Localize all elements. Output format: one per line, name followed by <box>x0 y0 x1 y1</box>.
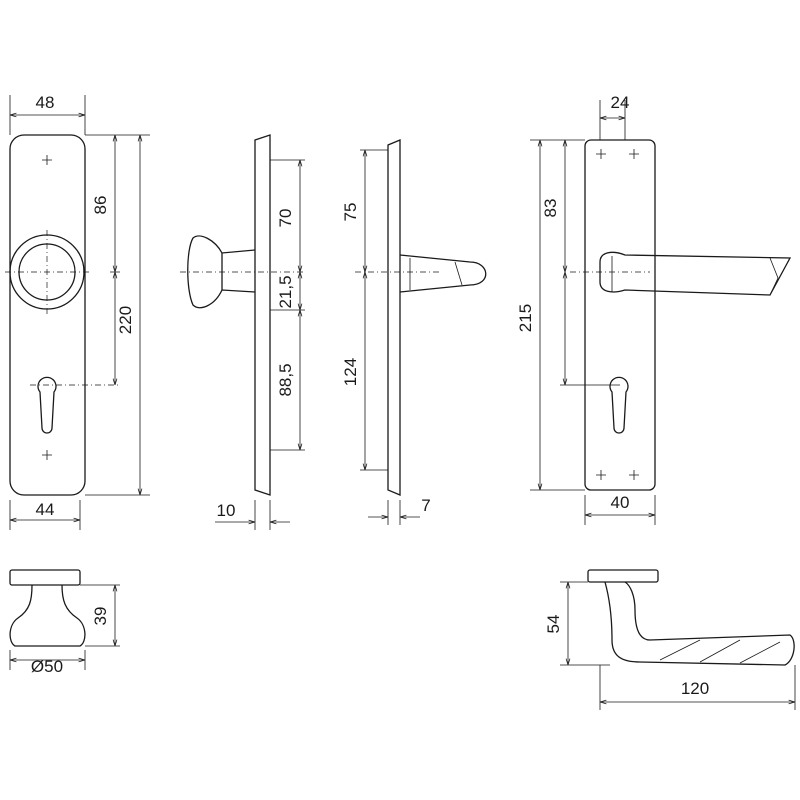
side-lever-plate-view: 75 124 7 <box>341 139 487 525</box>
dim-thickness: 7 <box>421 496 430 515</box>
dim-total-height: 215 <box>516 304 535 332</box>
dim-width-bottom: 44 <box>36 500 55 519</box>
front-knob-plate-view: 48 86 220 44 <box>5 93 150 530</box>
dim-width-top: 48 <box>36 93 55 112</box>
dim-width: 40 <box>611 493 630 512</box>
knob-detail-view: 39 Ø50 <box>9 569 120 676</box>
dim-height: 39 <box>91 607 110 626</box>
dim-upper: 70 <box>276 209 295 228</box>
dim-middle: 21,5 <box>276 275 295 308</box>
dim-diameter: Ø50 <box>31 657 63 676</box>
dim-thickness: 10 <box>217 501 236 520</box>
dim-height: 54 <box>544 615 563 634</box>
dim-lower: 88,5 <box>276 363 295 396</box>
dim-height-to-knob: 86 <box>91 196 110 215</box>
dim-total-height: 220 <box>116 306 135 334</box>
dim-lower: 124 <box>341 358 360 386</box>
side-knob-plate-view: 70 21,5 88,5 10 <box>180 134 305 530</box>
dim-upper: 75 <box>341 203 360 222</box>
dim-length: 120 <box>681 679 709 698</box>
lever-detail-view: 54 120 <box>544 569 796 710</box>
dim-height-to-lever: 83 <box>541 199 560 218</box>
dim-top-offset: 24 <box>611 93 630 112</box>
front-lever-plate-view: 24 83 215 40 <box>516 93 792 525</box>
